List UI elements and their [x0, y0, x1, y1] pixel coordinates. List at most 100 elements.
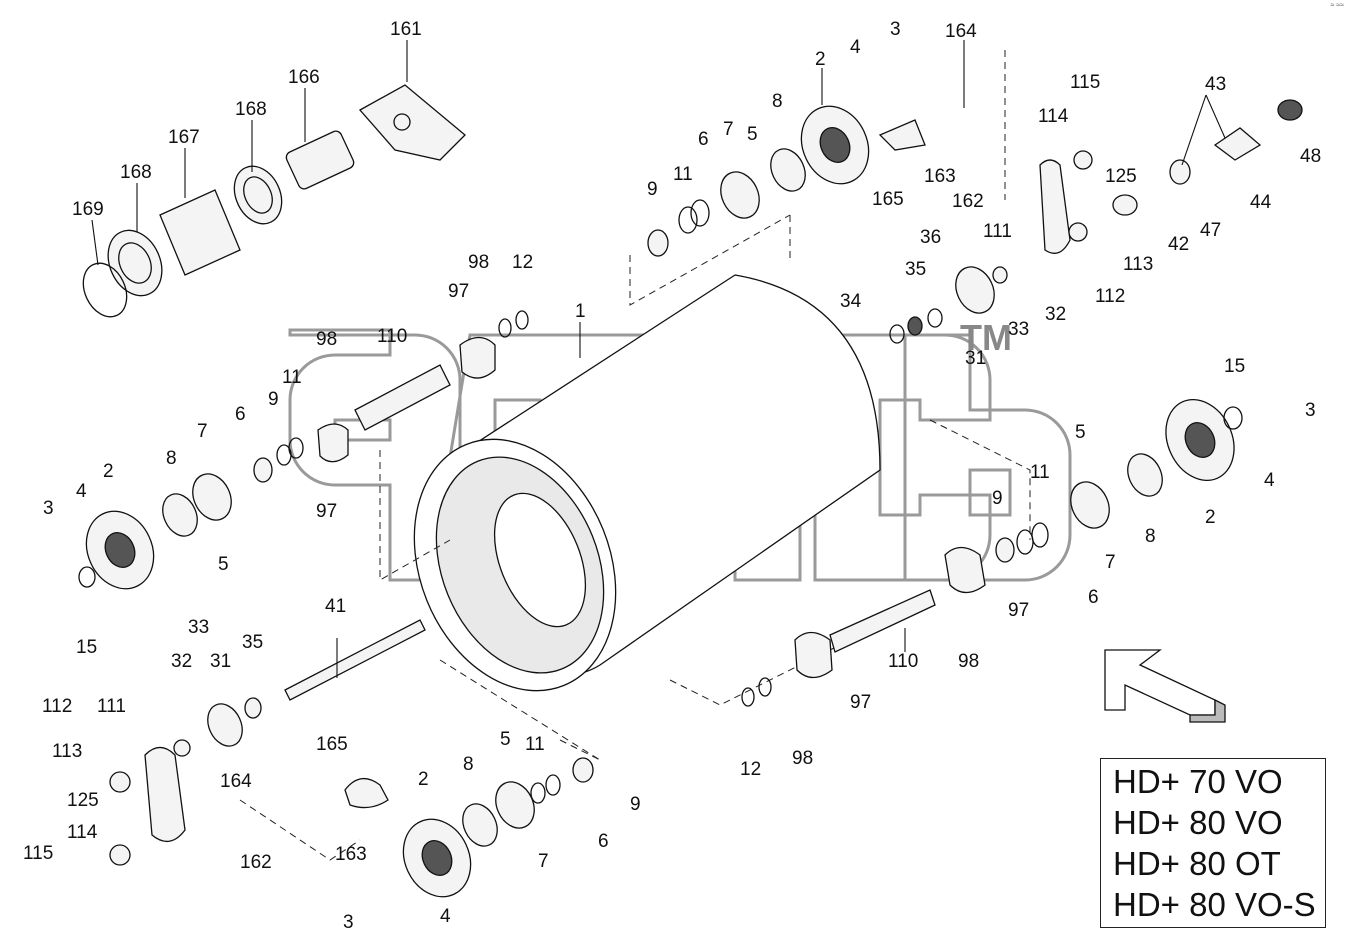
label-3: 3	[343, 912, 354, 933]
label-162: 162	[952, 191, 984, 212]
label-163: 163	[924, 166, 956, 187]
label-5: 5	[500, 729, 511, 750]
label-3: 3	[43, 498, 54, 519]
label-8: 8	[463, 754, 474, 775]
label-43: 43	[1205, 74, 1226, 95]
label-163: 163	[335, 844, 367, 865]
label-165: 165	[872, 189, 904, 210]
label-15: 15	[1224, 356, 1245, 377]
label-31: 31	[965, 348, 986, 369]
label-41: 41	[325, 596, 346, 617]
label-34: 34	[840, 291, 862, 312]
left-parts	[78, 473, 426, 866]
label-6: 6	[1088, 587, 1099, 608]
label-6: 6	[235, 404, 246, 425]
label-31: 31	[210, 651, 231, 672]
label-114: 114	[67, 822, 98, 843]
label-7: 7	[723, 119, 734, 140]
label-5: 5	[218, 554, 229, 575]
label-169: 169	[72, 199, 104, 220]
label-12: 12	[512, 252, 533, 273]
label-6: 6	[698, 129, 709, 150]
watermark-tm: TM	[960, 317, 1012, 358]
label-114: 114	[1038, 106, 1069, 127]
label-6: 6	[598, 831, 609, 852]
label-8: 8	[1145, 526, 1156, 547]
label-168: 168	[235, 99, 267, 120]
right-parts	[741, 398, 1243, 707]
label-97: 97	[448, 281, 469, 302]
label-1: 1	[575, 301, 586, 322]
assembly-guides	[239, 50, 1031, 861]
label-32: 32	[171, 651, 192, 672]
label-164: 164	[945, 21, 977, 42]
label-2: 2	[418, 769, 429, 790]
left-center-parts	[253, 310, 529, 483]
label-97: 97	[850, 692, 871, 713]
label-4: 4	[76, 481, 87, 502]
label-12: 12	[740, 759, 761, 780]
label-9: 9	[992, 488, 1003, 509]
label-125: 125	[1105, 166, 1137, 187]
label-97: 97	[316, 501, 337, 522]
label-2: 2	[815, 49, 826, 70]
label-111: 111	[97, 696, 126, 717]
label-113: 113	[52, 741, 82, 762]
label-166: 166	[288, 67, 320, 88]
label-47: 47	[1200, 220, 1221, 241]
label-48: 48	[1300, 146, 1321, 167]
label-125: 125	[67, 790, 99, 811]
model-name: HD+ 80 VO-S	[1113, 886, 1316, 923]
label-32: 32	[1045, 304, 1066, 325]
bottom-center-parts	[344, 757, 594, 898]
part-labels: 161 166 168 167 168 169 3 4 164 2 8 7 6 …	[23, 19, 1321, 933]
label-98: 98	[958, 651, 979, 672]
label-11: 11	[673, 164, 693, 185]
label-7: 7	[538, 851, 549, 872]
label-9: 9	[647, 179, 658, 200]
leader-lines	[91, 40, 1226, 678]
label-33: 33	[1008, 319, 1029, 340]
label-115: 115	[23, 843, 53, 864]
label-112: 112	[42, 696, 72, 717]
label-98: 98	[792, 748, 813, 769]
label-9: 9	[268, 389, 279, 410]
label-5: 5	[1075, 422, 1086, 443]
label-42: 42	[1168, 234, 1189, 255]
label-168: 168	[120, 162, 152, 183]
label-35: 35	[242, 632, 263, 653]
label-112: 112	[1095, 286, 1125, 307]
label-2: 2	[103, 461, 114, 482]
model-list-box: HD+ 70 VO HD+ 80 VO HD+ 80 OT HD+ 80 VO-…	[1100, 758, 1326, 928]
direction-arrow-icon	[1104, 649, 1226, 723]
label-98: 98	[468, 252, 489, 273]
label-7: 7	[1105, 552, 1116, 573]
drum-assembly	[413, 274, 881, 692]
label-11: 11	[1030, 462, 1050, 483]
top-left-parts	[82, 84, 466, 318]
label-167: 167	[168, 127, 200, 148]
label-8: 8	[772, 91, 783, 112]
label-4: 4	[440, 906, 451, 927]
label-8: 8	[166, 448, 177, 469]
label-2: 2	[1205, 507, 1216, 528]
label-165: 165	[316, 734, 348, 755]
label-4: 4	[1264, 470, 1275, 491]
label-7: 7	[197, 421, 208, 442]
label-11: 11	[525, 734, 545, 755]
label-9: 9	[630, 794, 641, 815]
label-98: 98	[316, 329, 337, 350]
label-33: 33	[188, 617, 209, 638]
label-5: 5	[747, 124, 758, 145]
label-36: 36	[920, 227, 941, 248]
model-name: HD+ 80 OT	[1113, 845, 1281, 882]
label-164: 164	[220, 771, 252, 792]
label-115: 115	[1070, 72, 1100, 93]
label-15: 15	[76, 637, 97, 658]
label-3: 3	[890, 19, 901, 40]
label-110: 110	[377, 326, 407, 347]
label-44: 44	[1250, 192, 1272, 213]
label-4: 4	[850, 37, 861, 58]
model-name: HD+ 80 VO	[1113, 804, 1283, 841]
